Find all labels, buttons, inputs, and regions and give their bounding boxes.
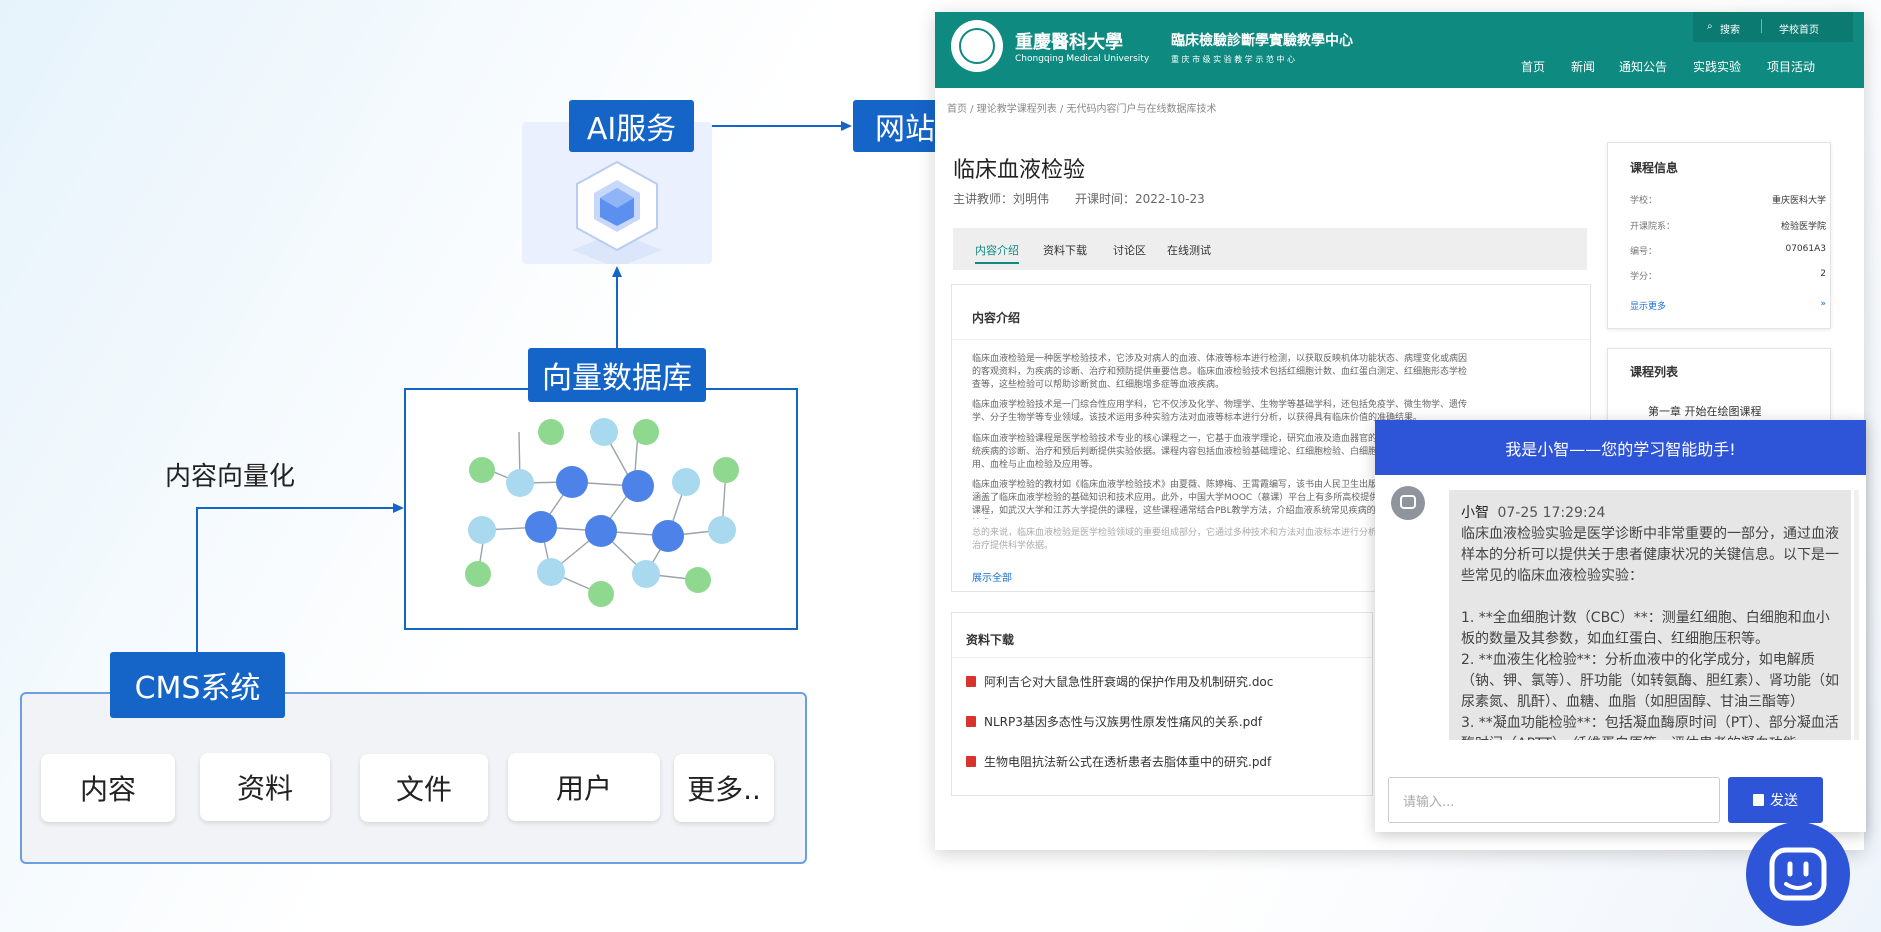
course-info-row: 学分：2: [1630, 269, 1826, 282]
course-start-time: 开课时间：2022-10-23: [1075, 192, 1205, 206]
intro-paragraph: 临床血液检验是一种医学检验技术，它涉及对病人的血液、体液等标本进行检测，以获取反…: [972, 354, 1468, 390]
show-more-link[interactable]: 显示更多»: [1630, 299, 1826, 312]
tab-online-test[interactable]: 在线测试: [1167, 244, 1211, 257]
file-icon: [966, 756, 976, 767]
nav-projects[interactable]: 项目活动: [1767, 60, 1816, 74]
chat-input[interactable]: 请输入...: [1388, 777, 1720, 823]
nav-practice[interactable]: 实践实验: [1693, 60, 1742, 74]
download-item[interactable]: 生物电阻抗法新公式在透析患者去脂体重中的研究.pdf: [966, 753, 1271, 770]
course-title: 临床血液检验: [953, 158, 1086, 183]
chat-header: 我是小智——您的学习智能助手!: [1375, 420, 1866, 475]
send-button[interactable]: 发送: [1728, 777, 1823, 823]
search-link[interactable]: 搜索: [1720, 25, 1740, 36]
divider: [1761, 19, 1762, 33]
message-text: [1461, 587, 1839, 608]
chevron-down-icon: »: [1820, 299, 1826, 309]
top-utility-bar: ⌕ 搜索 学校首页: [1693, 12, 1853, 42]
message-text: 2. **血液生化检验**：分析血液中的化学成分，如电解质（钠、钾、氯等）、肝功…: [1461, 652, 1839, 710]
course-tabs: 内容介绍 资料下载 讨论区 在线测试: [953, 228, 1587, 270]
course-teacher: 主讲教师：刘明伟: [953, 192, 1050, 206]
file-icon: [966, 676, 976, 687]
intro-paragraph: 临床血液学检验的教材如《临床血液学检验技术》由夏薇、陈婷梅、王霄霞编写，该书由人…: [972, 480, 1469, 516]
cms-item-content: 内容: [41, 754, 175, 822]
intro-heading: 内容介绍: [972, 311, 1021, 325]
course-info-row: 开课院系：检验医学院: [1630, 222, 1826, 232]
chat-assistant-panel: 我是小智——您的学习智能助手! 小智 07-25 17:29:24 临床血液检验…: [1375, 420, 1866, 832]
cms-item-more: 更多..: [674, 754, 774, 822]
message-text: 临床血液检验实验是医学诊断中非常重要的一部分，通过血液样本的分析可以提供关于患者…: [1461, 526, 1839, 584]
nav-notices[interactable]: 通知公告: [1619, 60, 1668, 74]
cms-item-material: 资料: [200, 753, 330, 821]
ai-service-label: AI服务: [569, 100, 694, 152]
message-text: 1. **全血细胞计数（CBC）**：测量红细胞、白细胞和血小板的数量及其参数，…: [1461, 610, 1830, 647]
message-sender: 小智: [1461, 505, 1489, 521]
course-info-heading: 课程信息: [1630, 161, 1679, 175]
tab-downloads[interactable]: 资料下载: [1043, 244, 1087, 257]
school-home-link[interactable]: 学校首页: [1779, 25, 1819, 36]
vector-db-panel: [404, 388, 798, 630]
download-item[interactable]: 阿利吉仑对大鼠急性肝衰竭的保护作用及机制研究.doc: [966, 673, 1273, 690]
tab-discussion[interactable]: 讨论区: [1113, 244, 1146, 257]
message-text: 3. **凝血功能检验**：包括凝血酶原时间（PT）、部分凝血活酶时间（APTT…: [1461, 715, 1839, 740]
cms-item-user: 用户: [508, 753, 660, 821]
university-name-cn: 重慶醫科大學: [1015, 32, 1123, 53]
intro-paragraph: 临床血液学检验技术是一门综合性应用学科，它不仅涉及化学、物理学、生物学等基础学科…: [972, 400, 1468, 423]
assistant-float-button[interactable]: [1746, 822, 1850, 926]
show-all-link[interactable]: 展示全部: [972, 573, 1012, 584]
chat-message-bubble: 小智 07-25 17:29:24 临床血液检验实验是医学诊断中非常重要的一部分…: [1449, 490, 1851, 740]
intro-paragraph: 总的来说，临床血液检验是医学检验领域的重要组成部分，它通过多种技术和方法对血液标…: [972, 528, 1468, 551]
bot-avatar-icon: [1391, 486, 1425, 520]
download-item[interactable]: NLRP3基因多态性与汉族男性原发性痛风的关系.pdf: [966, 713, 1262, 730]
tab-intro[interactable]: 内容介绍: [975, 242, 1019, 264]
cms-panel: 内容 资料 文件 用户 更多..: [20, 692, 807, 864]
site-header: 重慶醫科大學 Chongqing Medical University 臨床檢驗…: [935, 12, 1864, 88]
robot-face-icon: [1769, 847, 1827, 901]
search-icon[interactable]: ⌕: [1707, 21, 1713, 32]
message-time: 07-25 17:29:24: [1497, 505, 1606, 521]
intro-paragraph: 临床血液学检验课程是医学检验技术专业的核心课程之一，它基于血液学理论，研究血液及…: [972, 434, 1468, 470]
course-info-row: 学校：重庆医科大学: [1630, 196, 1826, 206]
course-info-card: 课程信息 学校：重庆医科大学 开课院系：检验医学院 编号：07061A3 学分：…: [1607, 142, 1831, 329]
course-list-item[interactable]: 第一章 开始在绘图课程: [1648, 405, 1762, 418]
vector-graph: [465, 418, 739, 607]
downloads-card: 资料下载 阿利吉仑对大鼠急性肝衰竭的保护作用及机制研究.doc NLRP3基因多…: [951, 612, 1373, 796]
ai-cube-icon: [572, 160, 662, 268]
center-name: 臨床檢驗診斷學實驗教學中心: [1171, 33, 1353, 49]
course-list-heading: 课程列表: [1630, 365, 1679, 379]
cms-label: CMS系统: [110, 652, 285, 718]
chat-scrollbar[interactable]: [1854, 490, 1859, 740]
vectorize-label: 内容向量化: [165, 462, 296, 492]
nav-news[interactable]: 新闻: [1571, 60, 1596, 74]
ai-service-box: [522, 122, 712, 268]
breadcrumb[interactable]: 首页 / 理论教学课程列表 / 无代码内容门户与在线数据库技术: [947, 104, 1217, 115]
center-subtitle: 重 庆 市 级 实 验 教 学 示 范 中 心: [1171, 55, 1295, 64]
file-icon: [966, 716, 976, 727]
university-name-en: Chongqing Medical University: [1015, 54, 1150, 64]
nav-home[interactable]: 首页: [1521, 60, 1546, 74]
cms-item-file: 文件: [360, 754, 488, 822]
send-icon: [1753, 794, 1764, 806]
course-info-row: 编号：07061A3: [1630, 244, 1826, 257]
university-logo: [951, 20, 1003, 72]
vector-db-label: 向量数据库: [528, 348, 706, 402]
downloads-heading: 资料下载: [966, 633, 1015, 647]
